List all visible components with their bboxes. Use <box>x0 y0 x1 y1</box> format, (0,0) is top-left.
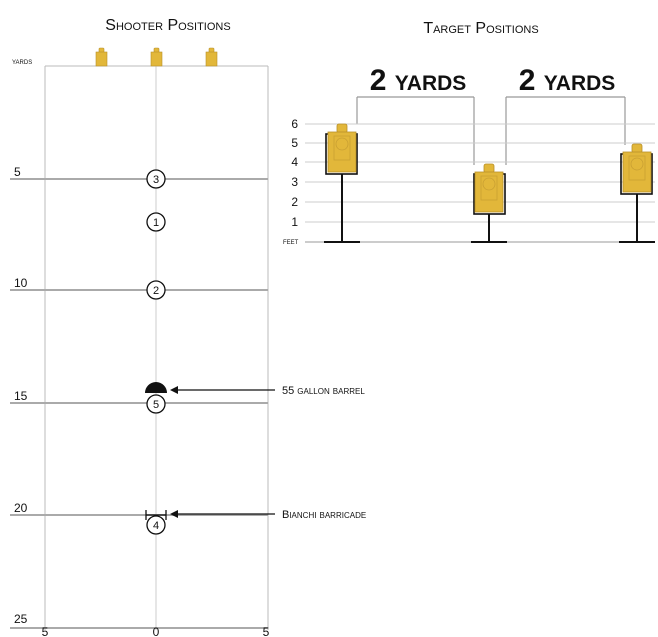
target-stand-right <box>619 143 655 243</box>
shooter-positions-panel: Shooter Positions yards 5 10 15 20 25 5 … <box>10 17 366 637</box>
barrel-arrow-head <box>170 386 178 394</box>
barrel-annotation: 55 gallon barrel <box>170 385 365 397</box>
yards-unit-label: yards <box>12 56 32 66</box>
feet-tick-5: 5 <box>291 136 298 150</box>
top-target-left <box>95 47 108 67</box>
top-target-right <box>205 47 218 67</box>
target-positions-title: Target Positions <box>423 20 538 37</box>
target-middle-silhouette <box>474 163 504 213</box>
shooter-markers: 3 1 2 5 4 <box>145 169 167 535</box>
shooter-positions-title: Shooter Positions <box>105 17 230 34</box>
barrel-icon <box>145 382 167 393</box>
spacing-label-left: 2 yards <box>370 64 467 97</box>
barricade-icon <box>145 510 167 520</box>
feet-tick-3: 3 <box>291 175 298 189</box>
position-2-label: 2 <box>153 285 159 297</box>
feet-tick-4: 4 <box>291 155 298 169</box>
position-5: 5 <box>146 394 166 414</box>
y-tick-25: 25 <box>14 612 28 626</box>
y-tick-10: 10 <box>14 276 28 290</box>
barricade-label: Bianchi barricade <box>282 509 366 521</box>
position-4: 4 <box>146 515 166 535</box>
target-positions-panel: Target Positions 2 yards 2 yards 6 5 4 3 <box>283 20 655 246</box>
barrel-label: 55 gallon barrel <box>282 385 365 397</box>
position-2: 2 <box>146 280 166 300</box>
position-5-label: 5 <box>153 399 159 411</box>
feet-tick-2: 2 <box>291 195 298 209</box>
position-1-label: 1 <box>153 217 159 229</box>
spacing-label-right: 2 yards <box>519 64 616 97</box>
top-target-center <box>150 47 163 67</box>
y-tick-20: 20 <box>14 501 28 515</box>
position-1: 1 <box>146 212 166 232</box>
position-3-label: 3 <box>153 174 159 186</box>
target-left-silhouette <box>327 123 357 173</box>
target-stand-left <box>324 123 360 243</box>
target-stand-middle <box>471 163 507 243</box>
barricade-annotation: Bianchi barricade <box>170 509 366 521</box>
position-3: 3 <box>146 169 166 189</box>
barricade-arrow-head <box>170 510 178 518</box>
x-tick-center: 0 <box>153 625 160 637</box>
feet-tick-6: 6 <box>291 117 298 131</box>
y-tick-5: 5 <box>14 165 21 179</box>
x-tick-right: 5 <box>263 625 270 637</box>
top-targets <box>95 47 218 67</box>
shooter-grid <box>10 65 269 630</box>
position-4-label: 4 <box>153 520 159 532</box>
x-tick-left: 5 <box>42 625 49 637</box>
target-right-silhouette <box>622 143 652 193</box>
feet-tick-1: 1 <box>291 215 298 229</box>
spacing-brackets <box>356 96 626 165</box>
feet-unit-label: feet <box>283 236 299 246</box>
y-tick-15: 15 <box>14 389 28 403</box>
